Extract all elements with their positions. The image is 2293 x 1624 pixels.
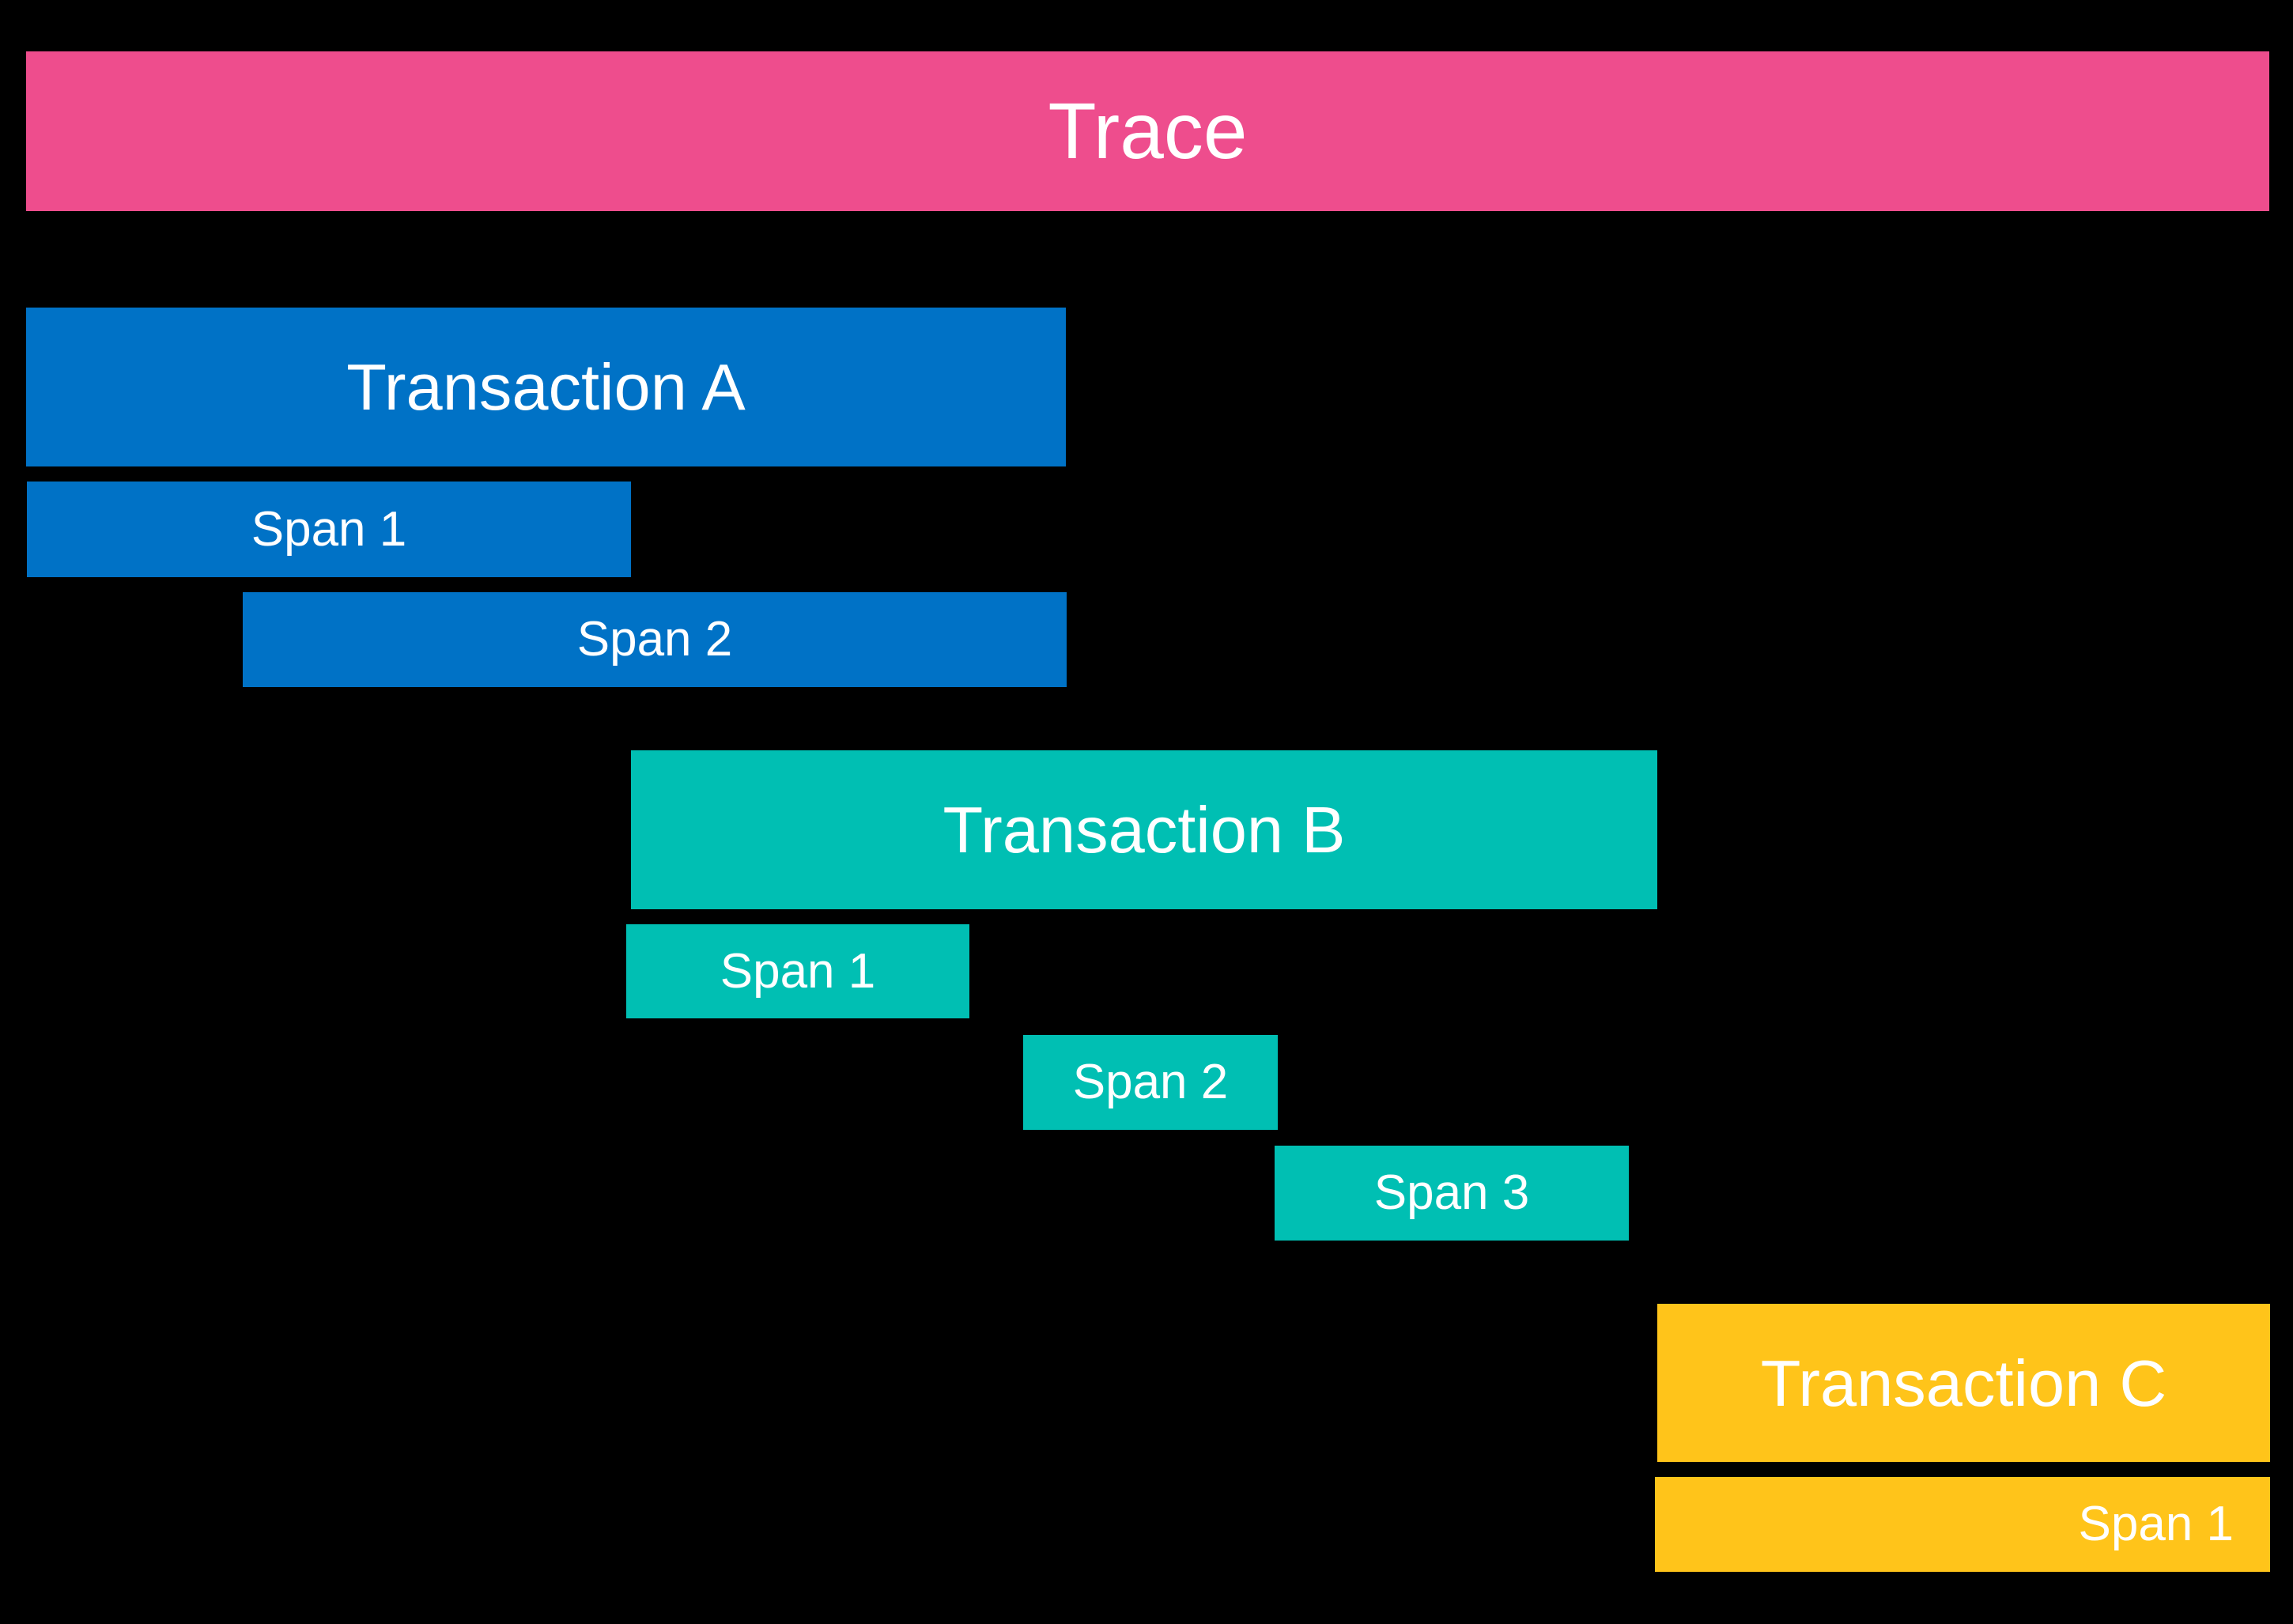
transaction-c-label: Transaction C (1760, 1346, 2167, 1420)
transaction-b-span-2-label: Span 2 (1072, 1055, 1229, 1109)
transaction-b-span-3-bar[interactable]: Span 3 (1275, 1146, 1629, 1241)
transaction-b-span-1-bar[interactable]: Span 1 (626, 924, 969, 1018)
transaction-b-span-2-bar[interactable]: Span 2 (1023, 1035, 1278, 1130)
transaction-b-bar[interactable]: Transaction B (631, 750, 1657, 909)
transaction-a-bar[interactable]: Transaction A (26, 308, 1066, 466)
transaction-b-span-3-label: Span 3 (1373, 1165, 1530, 1220)
trace-bar[interactable]: Trace (26, 51, 2269, 211)
transaction-c-bar[interactable]: Transaction C (1657, 1304, 2270, 1462)
transaction-b-label: Transaction B (943, 793, 1346, 867)
transaction-c-span-1-bar[interactable]: Span 1 (1655, 1477, 2270, 1572)
transaction-a-label: Transaction A (346, 350, 746, 424)
transaction-a-span-1-label: Span 1 (251, 501, 407, 557)
transaction-c-span-1-label: Span 1 (2078, 1497, 2234, 1551)
transaction-a-span-2-bar[interactable]: Span 2 (243, 592, 1067, 687)
transaction-b-span-1-label: Span 1 (720, 943, 876, 999)
transaction-a-span-2-label: Span 2 (576, 612, 733, 667)
transaction-a-span-1-bar[interactable]: Span 1 (27, 482, 631, 577)
trace-bar-label: Trace (1048, 87, 1248, 176)
